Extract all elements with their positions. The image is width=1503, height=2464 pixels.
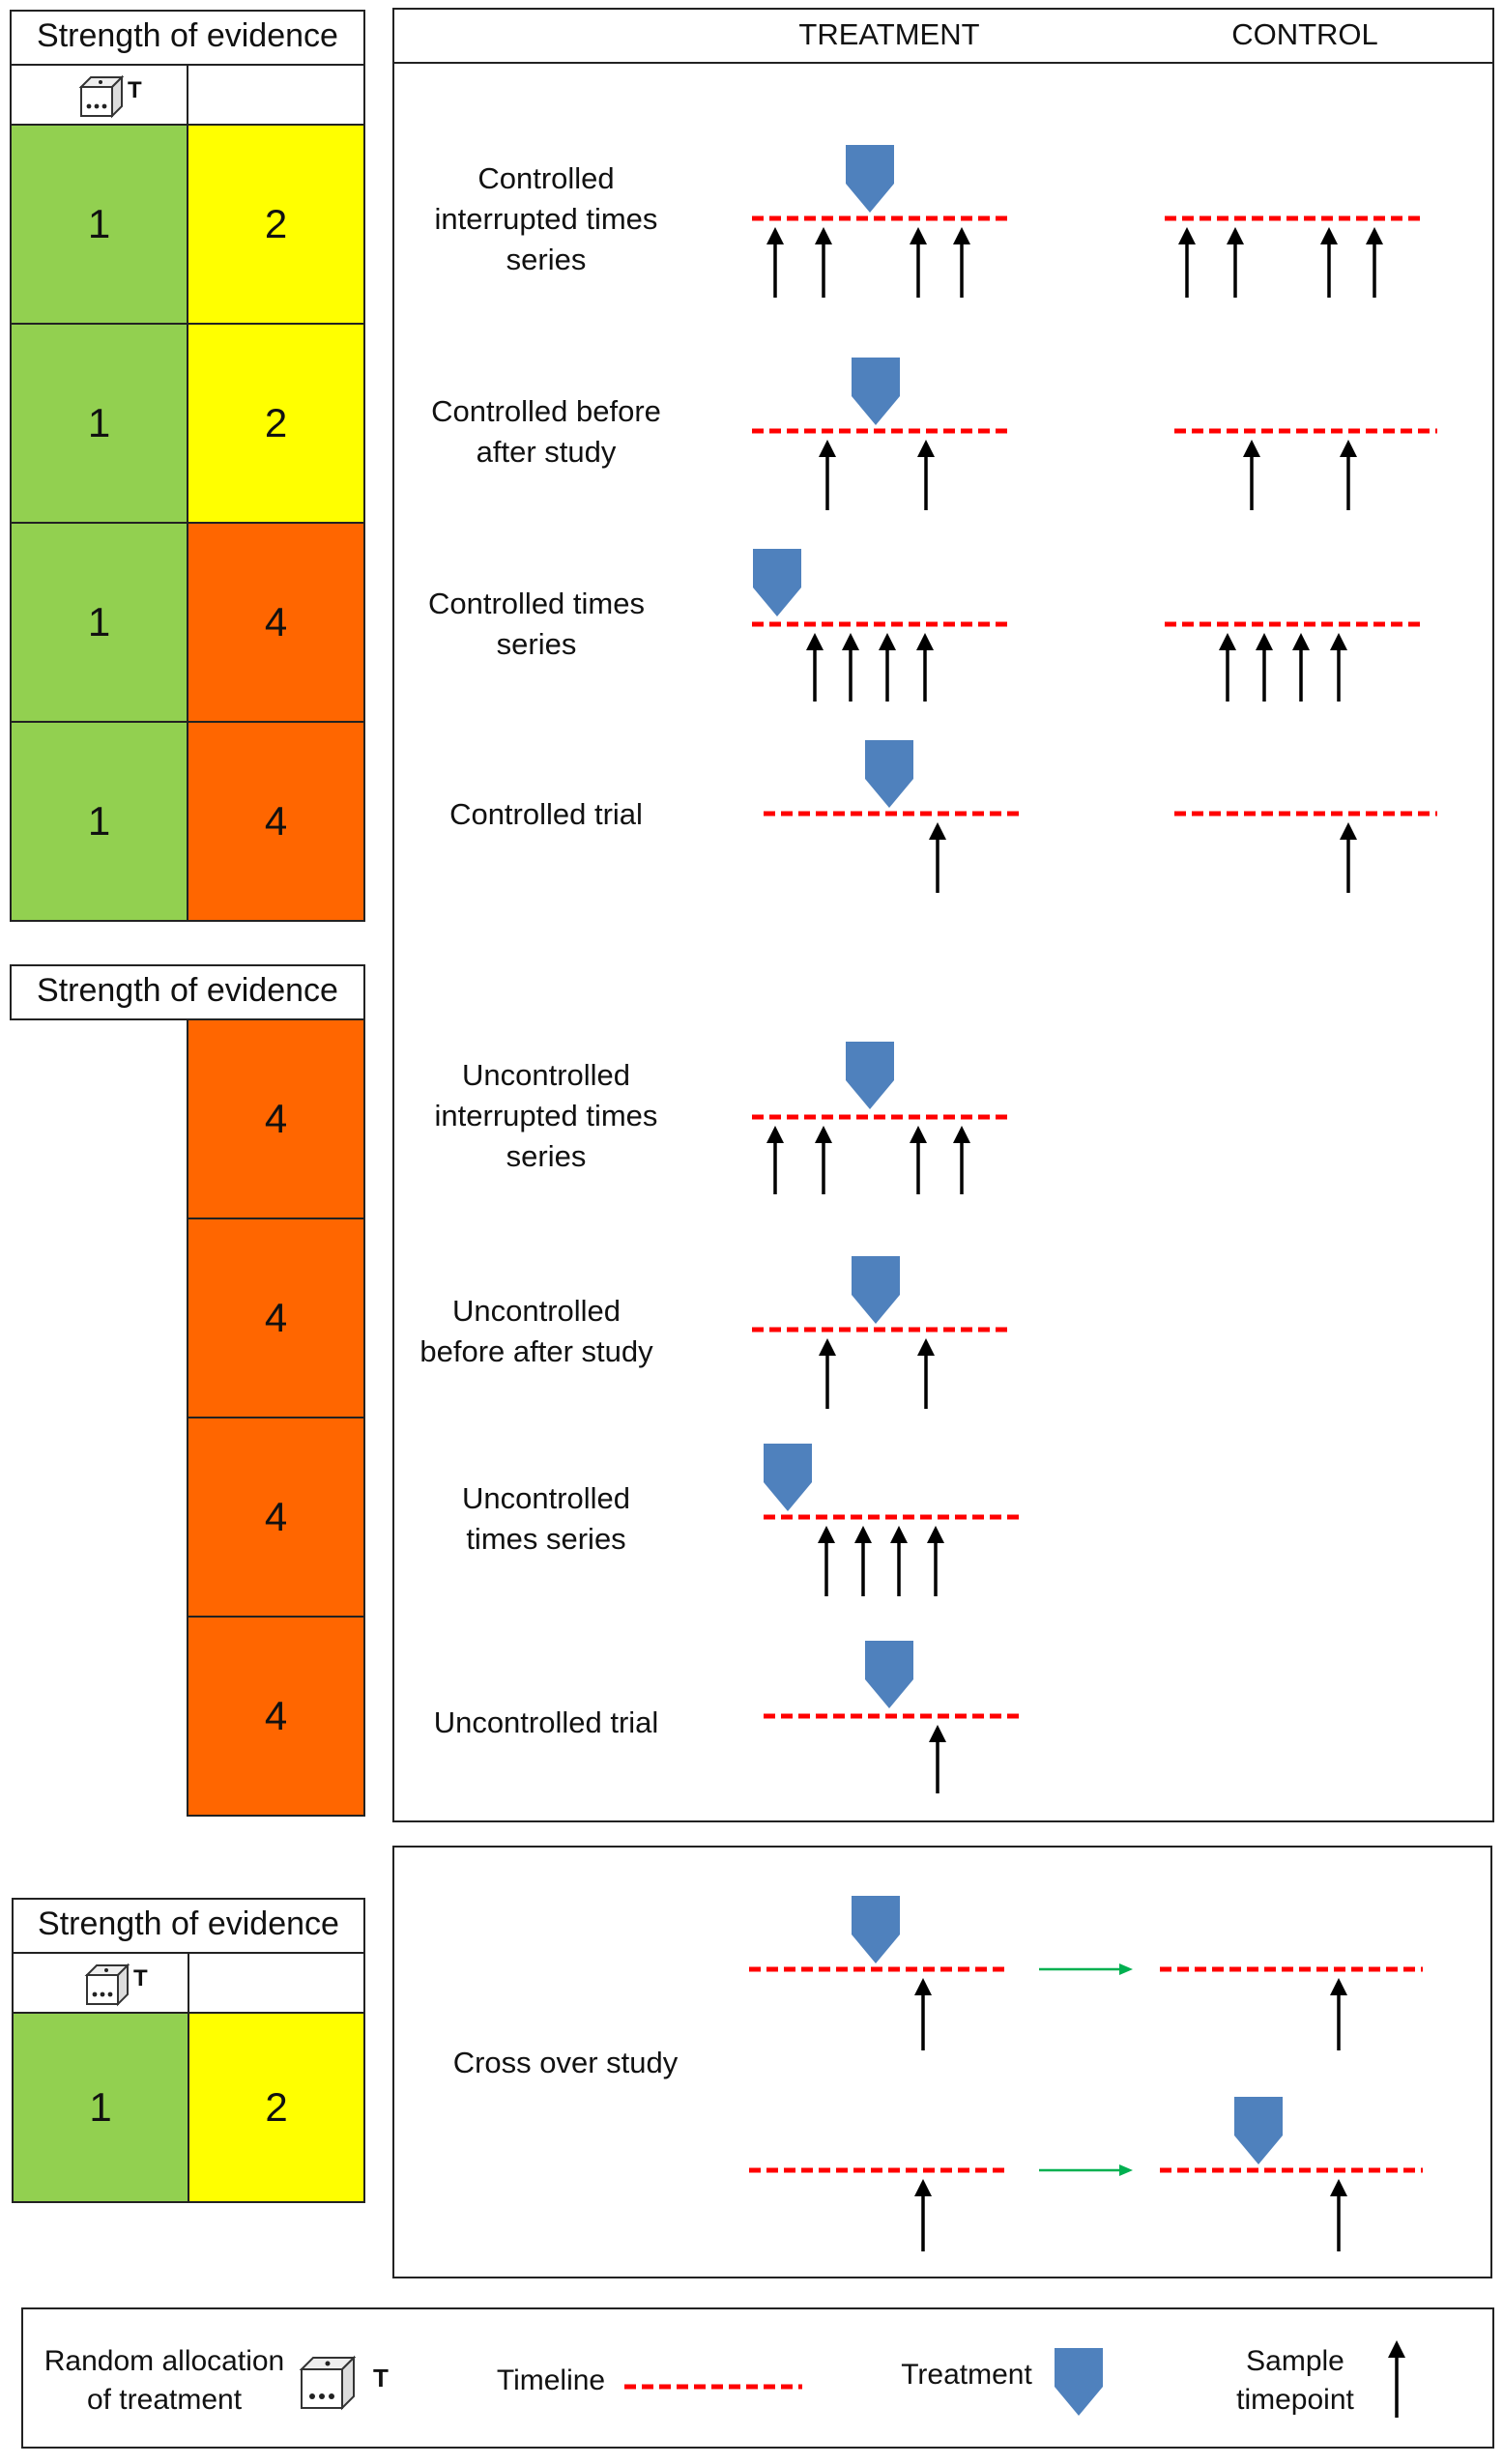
treatment-marker-icon: [865, 740, 913, 808]
sample-timepoint-arrowhead: [917, 1338, 935, 1356]
sample-timepoint-arrowhead: [815, 227, 832, 244]
sample-timepoint-arrowhead: [1366, 227, 1383, 244]
treatment-marker-icon: [1055, 2348, 1103, 2416]
dice-icon: [78, 74, 125, 119]
sample-timepoint-arrowhead: [1330, 1978, 1347, 1995]
legend-dice-icon: [299, 2355, 357, 2411]
design-label-crossover: Cross over study: [452, 2046, 679, 2079]
sample-timepoint-arrowhead: [766, 1126, 784, 1143]
crossover-panel: [392, 1846, 1492, 2278]
sample-timepoint-arrowhead: [910, 227, 927, 244]
sample-timepoint-arrowhead: [854, 1526, 872, 1543]
legend-treatment-label: Treatment: [901, 2359, 1032, 2391]
legend-timeline-label: Timeline: [496, 2364, 606, 2396]
evidence-header-text: Strength of evidence: [38, 1905, 339, 1942]
evidence-header-controlled: Strength of evidence: [10, 10, 365, 66]
sample-timepoint-arrowhead: [819, 440, 836, 457]
design-label-uncontrolled-trial: Uncontrolled trial: [433, 1705, 659, 1739]
sample-timepoint-arrowhead: [815, 1126, 832, 1143]
crossover-arrow-head: [1119, 2164, 1133, 2176]
sample-timepoint-arrowhead: [1388, 2340, 1405, 2358]
sample-timepoint-arrowhead: [842, 633, 859, 650]
design-label-controlled-trial: Controlled trial: [449, 797, 643, 831]
sample-timepoint-arrowhead: [806, 633, 824, 650]
treatment-marker-icon: [865, 1641, 913, 1708]
score-random-row4: 1: [10, 721, 188, 922]
sample-timepoint-arrowhead: [890, 1526, 908, 1543]
sample-timepoint-arrowhead: [914, 2179, 932, 2196]
design-label-uncontrolled-ts: Uncontrolled times series: [461, 1481, 631, 1556]
legend-sample-label: Sample timepoint: [1236, 2345, 1354, 2416]
design-label-uncontrolled-its: Uncontrolled interrupted times series: [434, 1058, 658, 1173]
sample-timepoint-arrowhead: [929, 822, 946, 840]
sample-timepoint-arrowhead: [927, 1526, 944, 1543]
score-random-row3: 1: [10, 522, 188, 723]
sample-timepoint-arrowhead: [1227, 227, 1244, 244]
legend-random-label: Random allocation of treatment: [43, 2345, 285, 2416]
treatment-marker-icon: [852, 358, 900, 425]
score-uncontrolled-row4: 4: [187, 1616, 365, 1817]
evidence-header-crossover: Strength of evidence: [12, 1898, 365, 1954]
sample-timepoint-arrowhead: [819, 1338, 836, 1356]
design-label-controlled-its: Controlled interrupted times series: [434, 161, 658, 276]
random-marker: T: [133, 1965, 148, 1991]
legend-random-marker: T: [373, 2364, 389, 2392]
sample-timepoint-arrowhead: [929, 1725, 946, 1742]
sample-timepoint-arrowhead: [766, 227, 784, 244]
sample-timepoint-arrowhead: [916, 633, 934, 650]
sample-timepoint-arrowhead: [1292, 633, 1310, 650]
evidence-header-text: Strength of evidence: [37, 972, 338, 1009]
column-header-treatment: TREATMENT: [798, 17, 980, 51]
random-allocation-header-cell: T: [12, 1952, 189, 2014]
sample-timepoint-arrowhead: [1320, 227, 1338, 244]
treatment-marker-icon: [764, 1444, 812, 1511]
sample-timepoint-arrowhead: [1340, 440, 1357, 457]
treatment-marker-icon: [852, 1896, 900, 1963]
treatment-marker-icon: [753, 549, 801, 616]
sample-timepoint-arrowhead: [917, 440, 935, 457]
treatment-marker-icon: [1234, 2097, 1283, 2164]
sample-timepoint-arrowhead: [818, 1526, 835, 1543]
sample-timepoint-arrowhead: [1178, 227, 1196, 244]
random-marker: T: [128, 77, 142, 103]
treatment-marker-icon: [846, 1042, 894, 1109]
score-nonrandom-row1: 2: [187, 124, 365, 325]
sample-timepoint-arrowhead: [1243, 440, 1260, 457]
column-header-control: CONTROL: [1231, 17, 1378, 51]
score-nonrandom-row3: 4: [187, 522, 365, 723]
nonrandom-header-cell: [188, 1952, 365, 2014]
score-uncontrolled-row3: 4: [187, 1417, 365, 1618]
sample-timepoint-arrowhead: [914, 1978, 932, 1995]
sample-timepoint-arrowhead: [879, 633, 896, 650]
legend-panel: [21, 2307, 1494, 2449]
sample-timepoint-arrowhead: [1256, 633, 1273, 650]
score-crossover-nonrandom: 2: [188, 2012, 365, 2203]
design-label-controlled-ts: Controlled times series: [428, 587, 645, 661]
sample-timepoint-arrowhead: [953, 1126, 970, 1143]
score-nonrandom-row2: 2: [187, 323, 365, 524]
sample-timepoint-arrowhead: [1219, 633, 1236, 650]
dice-icon: [84, 1963, 130, 2007]
evidence-header-text: Strength of evidence: [37, 17, 338, 54]
score-uncontrolled-row2: 4: [187, 1218, 365, 1418]
column-header-underline: [392, 62, 1494, 64]
score-nonrandom-row4: 4: [187, 721, 365, 922]
score-uncontrolled-row1: 4: [187, 1018, 365, 1219]
sample-timepoint-arrowhead: [953, 227, 970, 244]
design-label-controlled-ba: Controlled before after study: [431, 394, 661, 469]
design-label-uncontrolled-ba: Uncontrolled before after study: [419, 1294, 653, 1368]
treatment-marker-icon: [846, 145, 894, 213]
sample-timepoint-arrowhead: [1330, 2179, 1347, 2196]
design-panel: [392, 8, 1494, 1822]
score-crossover-random: 1: [12, 2012, 189, 2203]
sample-timepoint-arrowhead: [1330, 633, 1347, 650]
evidence-header-uncontrolled: Strength of evidence: [10, 964, 365, 1020]
crossover-arrow-head: [1119, 1963, 1133, 1975]
treatment-marker-icon: [852, 1256, 900, 1324]
sample-timepoint-arrowhead: [910, 1126, 927, 1143]
sample-timepoint-arrowhead: [1340, 822, 1357, 840]
